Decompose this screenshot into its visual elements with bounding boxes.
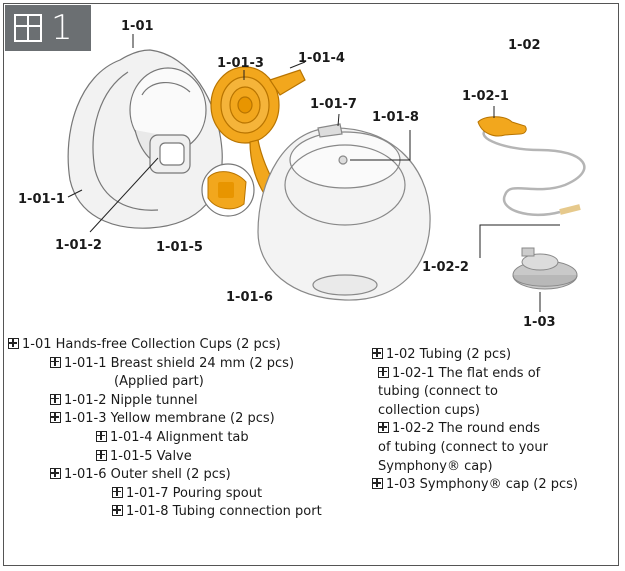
legend-item-continued: tubing (connect to: [372, 383, 578, 402]
legend-item: 1-01 Hands-free Collection Cups (2 pcs): [8, 336, 322, 355]
callout-1-01-8: 1-01-8: [372, 110, 419, 125]
callout-1-02: 1-02: [508, 38, 541, 53]
grid-square-icon: [96, 450, 107, 461]
legend-item: 1-01-5 Valve: [8, 448, 322, 467]
grid-square-icon: [8, 338, 19, 349]
grid-square-icon: [378, 422, 389, 433]
callout-1-02-1: 1-02-1: [462, 89, 509, 104]
legend-item: 1-02-1 The flat ends of: [372, 365, 578, 384]
grid-square-icon: [50, 412, 61, 423]
callout-1-01-2: 1-01-2: [55, 238, 102, 253]
callout-1-02-2: 1-02-2: [422, 260, 469, 275]
breast-shield-drawing: [68, 50, 222, 228]
legend-item: 1-01-1 Breast shield 24 mm (2 pcs): [8, 355, 322, 374]
legend-item: 1-01-8 Tubing connection port: [8, 503, 322, 522]
symphony-cap-drawing: [513, 248, 577, 289]
grid-square-icon: [112, 505, 123, 516]
grid-square-icon: [372, 348, 383, 359]
grid-square-icon: [372, 478, 383, 489]
legend-item-continued: of tubing (connect to your: [372, 439, 578, 458]
grid-square-icon: [50, 394, 61, 405]
grid-square-icon: [50, 468, 61, 479]
callout-1-03: 1-03: [523, 315, 556, 330]
callout-1-01-4: 1-01-4: [298, 51, 345, 66]
outer-shell-drawing: [258, 124, 430, 300]
legend-item: 1-01-6 Outer shell (2 pcs): [8, 466, 322, 485]
legend-item: 1-02-2 The round ends: [372, 420, 578, 439]
grid-square-icon: [112, 487, 123, 498]
legend-left: 1-01 Hands-free Collection Cups (2 pcs) …: [8, 336, 322, 522]
legend-item: 1-01-3 Yellow membrane (2 pcs): [8, 410, 322, 429]
callout-1-01-6: 1-01-6: [226, 290, 273, 305]
legend-item: 1-03 Symphony® cap (2 pcs): [372, 476, 578, 495]
callout-1-01-3: 1-01-3: [217, 56, 264, 71]
grid-square-icon: [378, 367, 389, 378]
legend-item: 1-01-4 Alignment tab: [8, 429, 322, 448]
legend-item-continued: Symphony® cap): [372, 458, 578, 477]
grid-square-icon: [50, 357, 61, 368]
callout-1-01-5: 1-01-5: [156, 240, 203, 255]
callout-1-01-1: 1-01-1: [18, 192, 65, 207]
grid-square-icon: [96, 431, 107, 442]
legend-item-continued: collection cups): [372, 402, 578, 421]
legend-item: 1-01-2 Nipple tunnel: [8, 392, 322, 411]
tubing-drawing: [478, 117, 584, 215]
legend-item: 1-01-7 Pouring spout: [8, 485, 322, 504]
legend-item-continued: (Applied part): [8, 373, 322, 392]
valve-inset-drawing: [202, 164, 254, 216]
legend-item: 1-02 Tubing (2 pcs): [372, 346, 578, 365]
callout-1-01-7: 1-01-7: [310, 97, 357, 112]
legend-right: 1-02 Tubing (2 pcs) 1-02-1 The flat ends…: [372, 346, 578, 495]
callout-1-01: 1-01: [121, 19, 154, 34]
